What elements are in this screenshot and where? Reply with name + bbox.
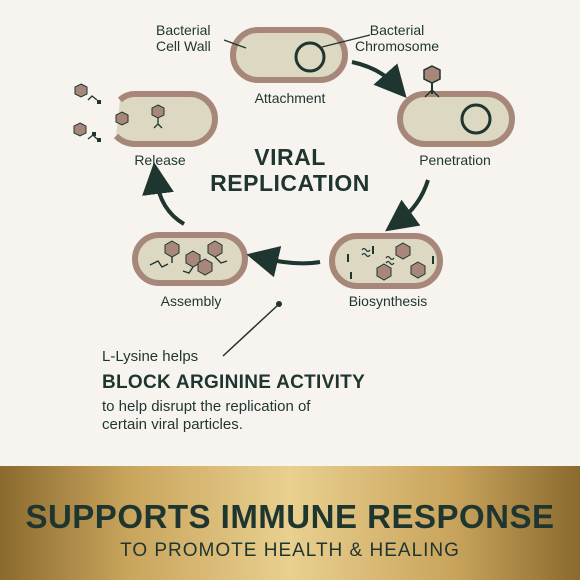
cell-wall-label-line1: Bacterial: [156, 22, 211, 38]
note-pointer-line: [222, 304, 279, 357]
note-body-line2: certain viral particles.: [102, 416, 243, 433]
phage-icon: [423, 65, 441, 98]
assembly-cell: [132, 232, 248, 286]
banner-title: SUPPORTS IMMUNE RESPONSE: [25, 498, 555, 535]
arrow-attachment-to-penetration: [351, 60, 407, 98]
chromosome-label-line2: Chromosome: [355, 38, 440, 54]
stage-label-assembly: Assembly: [160, 293, 222, 309]
bottom-banner: [0, 466, 580, 580]
chromosome-label-line1: Bacterial: [369, 22, 425, 38]
stage-label-attachment: Attachment: [254, 90, 326, 106]
stage-label-biosynthesis: Biosynthesis: [348, 293, 428, 309]
biosynthesis-cell: [329, 233, 443, 289]
chromosome-label: Bacterial Chromosome: [355, 22, 439, 54]
note-pointer-dot: [276, 301, 282, 307]
note-intro: L-Lysine helps: [102, 348, 199, 365]
replication-diagram: [73, 27, 515, 357]
diagram-title-line1: VIRAL: [254, 144, 326, 170]
cell-wall-label-line2: Cell Wall: [156, 38, 211, 54]
attachment-cell: [230, 27, 348, 83]
cell-wall-label: Bacterial Cell Wall: [156, 22, 211, 54]
chromosome-callout-line: [321, 34, 371, 48]
cell-wall-callout-line: [223, 39, 247, 49]
arrow-assembly-to-release: [142, 162, 186, 226]
arrow-penetration-to-biosynthesis: [385, 179, 430, 232]
release-cell: [73, 83, 218, 147]
stage-label-penetration: Penetration: [419, 152, 491, 168]
arrow-biosynthesis-to-assembly: [246, 246, 321, 278]
penetration-cell: [397, 65, 515, 147]
note-body-line1: to help disrupt the replication of: [102, 398, 311, 415]
note-headline: BLOCK ARGININE ACTIVITY: [102, 372, 366, 393]
stage-label-release: Release: [134, 152, 186, 168]
banner-subtitle: TO PROMOTE HEALTH & HEALING: [120, 540, 460, 561]
diagram-title-line2: REPLICATION: [210, 170, 370, 196]
